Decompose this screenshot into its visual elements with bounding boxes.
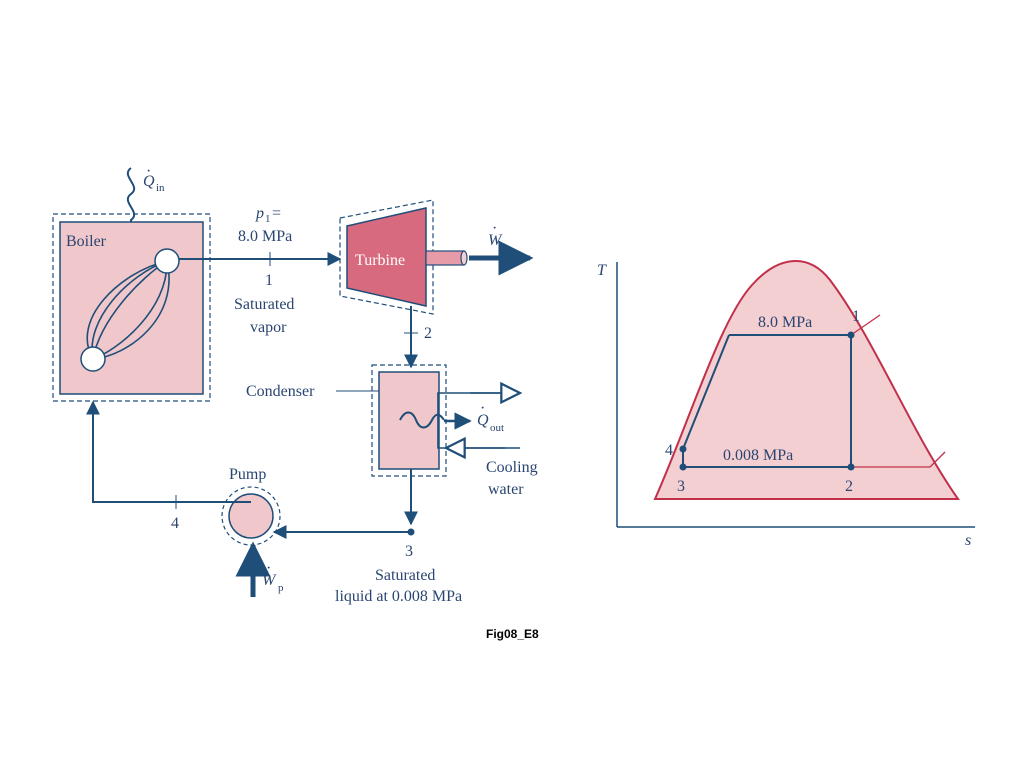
y-axis-label: T — [597, 262, 607, 279]
q-out-label: Q · out — [477, 400, 504, 434]
turbine-label: Turbine — [355, 252, 405, 269]
w-t-label: W · t — [488, 220, 506, 253]
cycle-schematic: Q · in Boiler p 1 = 8.0 MPa — [52, 163, 538, 605]
w-t-subscript: t — [503, 241, 506, 253]
w-t-symbol: W — [488, 232, 503, 249]
state2-number: 2 — [424, 325, 432, 342]
state4-number: 4 — [171, 515, 179, 532]
q-out-dot: · — [480, 400, 485, 417]
condenser: Condenser — [246, 364, 520, 477]
low-pressure-label: 0.008 MPa — [723, 447, 793, 464]
w-p-label: W · p — [262, 560, 284, 594]
heat-rejection-wavy — [399, 411, 445, 429]
point-1-label: 1 — [852, 308, 860, 325]
p1-value: 8.0 MPa — [238, 228, 292, 245]
state1-desc-line1: Saturated — [234, 296, 294, 313]
q-in-subscript: in — [156, 182, 165, 194]
heat-input-wavy-arrow — [124, 167, 138, 240]
ts-diagram: T s 1 2 3 4 8.0 MPa 0.008 MPa — [597, 259, 975, 549]
point-3 — [679, 463, 687, 471]
x-axis-label: s — [965, 532, 971, 549]
line-pump-to-boiler — [86, 400, 251, 503]
turbine-control-volume — [339, 199, 434, 315]
q-in-dot: · — [146, 163, 151, 180]
state3-desc-line1: Saturated — [375, 567, 435, 584]
p1-equals: = — [272, 205, 281, 222]
w-p-symbol: W — [262, 572, 277, 589]
turbine: Turbine — [339, 199, 468, 315]
state3-desc-line2: liquid at 0.008 MPa — [335, 588, 462, 605]
turbine-body — [346, 207, 427, 307]
boiler: Boiler — [52, 213, 211, 402]
p1-subscript: 1 — [265, 213, 271, 225]
point-2 — [847, 463, 855, 471]
state1-desc-line2: vapor — [250, 319, 287, 336]
condenser-body — [378, 371, 440, 470]
cooling-water-line1: Cooling — [486, 459, 538, 476]
point-3-label: 3 — [677, 478, 685, 495]
q-in-symbol: Q — [143, 173, 155, 190]
saturation-dome — [653, 259, 960, 500]
high-pressure-isobar-ext — [850, 314, 881, 336]
boiler-outlet-header — [154, 248, 180, 274]
w-p-dot: · — [266, 560, 271, 577]
figure-caption: Fig08_E8 — [486, 627, 539, 641]
condenser-label: Condenser — [246, 383, 315, 400]
point-2-label: 2 — [845, 478, 853, 495]
boiler-inlet-header — [80, 346, 106, 372]
pump-body — [228, 493, 274, 539]
heat-input: Q · in — [124, 163, 165, 240]
p1-symbol: p — [255, 205, 264, 222]
w-t-dot: · — [492, 220, 497, 237]
w-p-subscript: p — [278, 582, 284, 594]
point-1 — [847, 331, 855, 339]
pump-label: Pump — [229, 466, 266, 483]
cooling-water-line2: water — [488, 481, 524, 498]
cycle-process-lines — [682, 334, 852, 468]
turbine-shaft-end — [460, 250, 468, 266]
state1-number: 1 — [265, 272, 273, 289]
point-4 — [679, 445, 687, 453]
low-pressure-isobar-ext2 — [929, 451, 946, 468]
q-out-symbol: Q — [477, 412, 489, 429]
state3-number: 3 — [405, 543, 413, 560]
high-pressure-label: 8.0 MPa — [758, 314, 812, 331]
p1-label: p 1 = 8.0 MPa — [238, 205, 292, 245]
boiler-label: Boiler — [66, 233, 107, 250]
turbine-shaft — [425, 250, 465, 266]
pump: Pump — [221, 466, 281, 546]
q-out-subscript: out — [490, 422, 504, 434]
point-4-label: 4 — [665, 442, 673, 459]
boiler-control-volume — [52, 213, 211, 402]
